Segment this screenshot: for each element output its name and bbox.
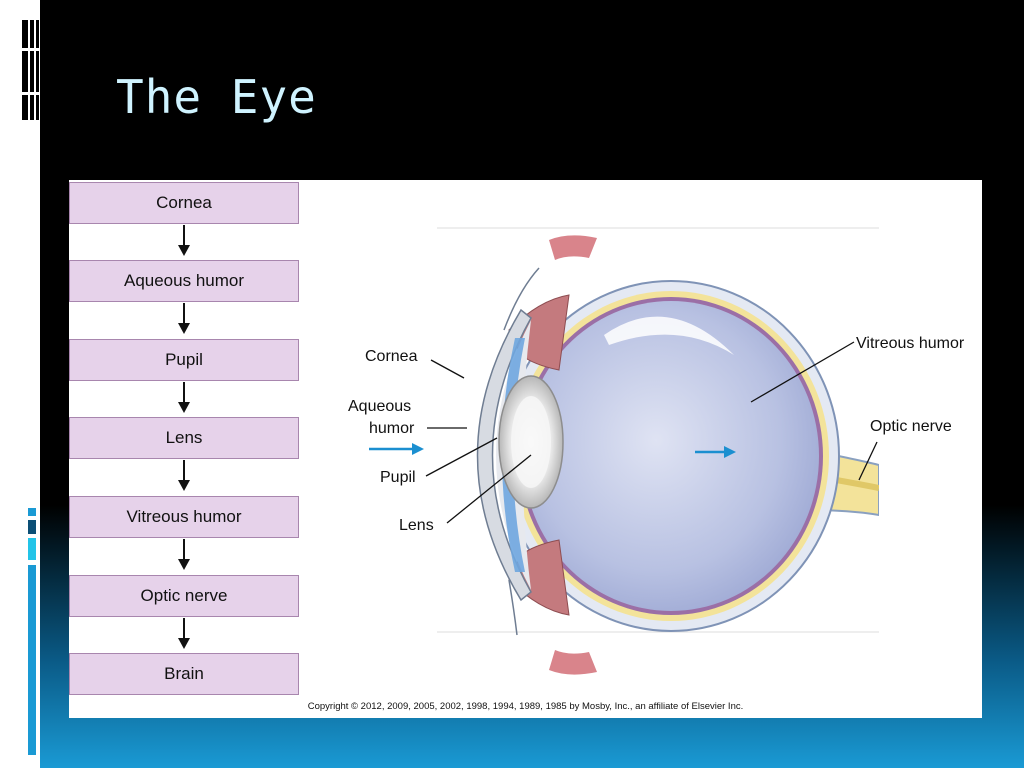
decorative-bar — [30, 20, 34, 120]
copyright-notice: Copyright © 2012, 2009, 2005, 2002, 1998… — [307, 701, 744, 712]
flow-step-optic-nerve: Optic nerve — [69, 575, 299, 617]
flow-arrow-down-icon — [178, 382, 190, 413]
label-optic-nerve: Optic nerve — [870, 418, 952, 435]
decorative-bar — [22, 92, 40, 95]
label-cornea: Cornea — [365, 348, 418, 365]
leader-line-cornea — [430, 359, 465, 379]
decorative-bar — [22, 20, 28, 120]
cornea-shape — [476, 308, 532, 602]
decorative-bar — [36, 20, 39, 120]
flow-step-lens: Lens — [69, 417, 299, 459]
eye-cross-section-diagram: Cornea Aqueous humor Pupil Lens Vitreous… — [348, 227, 965, 675]
flow-step-pupil: Pupil — [69, 339, 299, 381]
label-lens: Lens — [399, 517, 434, 534]
leader-line-vitreous — [750, 341, 855, 403]
leader-line-lens — [446, 454, 532, 524]
flow-step-vitreous-humor: Vitreous humor — [69, 496, 299, 538]
vitreous-body — [523, 301, 819, 611]
arrow-right-icon — [695, 446, 736, 458]
flow-arrow-down-icon — [178, 539, 190, 570]
label-aqueous-line2: humor — [369, 420, 415, 437]
decorative-bar — [28, 538, 36, 560]
label-aqueous-line1: Aqueous — [348, 398, 411, 415]
leader-line-optic — [858, 441, 878, 481]
decorative-bar — [28, 565, 36, 755]
flow-arrow-down-icon — [178, 618, 190, 649]
flow-arrow-down-icon — [178, 225, 190, 256]
arrow-right-icon — [369, 443, 424, 455]
vitreous-highlight — [604, 316, 734, 355]
diagram-panel: Cornea Aqueous humor Pupil Lens Vitreous… — [69, 180, 982, 718]
leader-line-pupil — [425, 437, 498, 477]
decorative-bar — [22, 48, 40, 51]
decorative-bar — [28, 520, 36, 534]
label-pupil: Pupil — [380, 469, 416, 486]
slide-title: The Eye — [116, 70, 317, 124]
eyelid-line — [503, 267, 540, 331]
flow-arrow-down-icon — [178, 303, 190, 334]
muscle-bottom — [549, 650, 597, 675]
flow-step-aqueous-humor: Aqueous humor — [69, 260, 299, 302]
lens-core — [511, 396, 551, 488]
flow-step-cornea: Cornea — [69, 182, 299, 224]
decorative-bar — [28, 508, 36, 516]
flow-step-brain: Brain — [69, 653, 299, 695]
eyelid-line — [508, 579, 518, 636]
label-vitreous-humor: Vitreous humor — [856, 335, 965, 352]
muscle-top — [549, 235, 597, 260]
flow-arrow-down-icon — [178, 460, 190, 491]
